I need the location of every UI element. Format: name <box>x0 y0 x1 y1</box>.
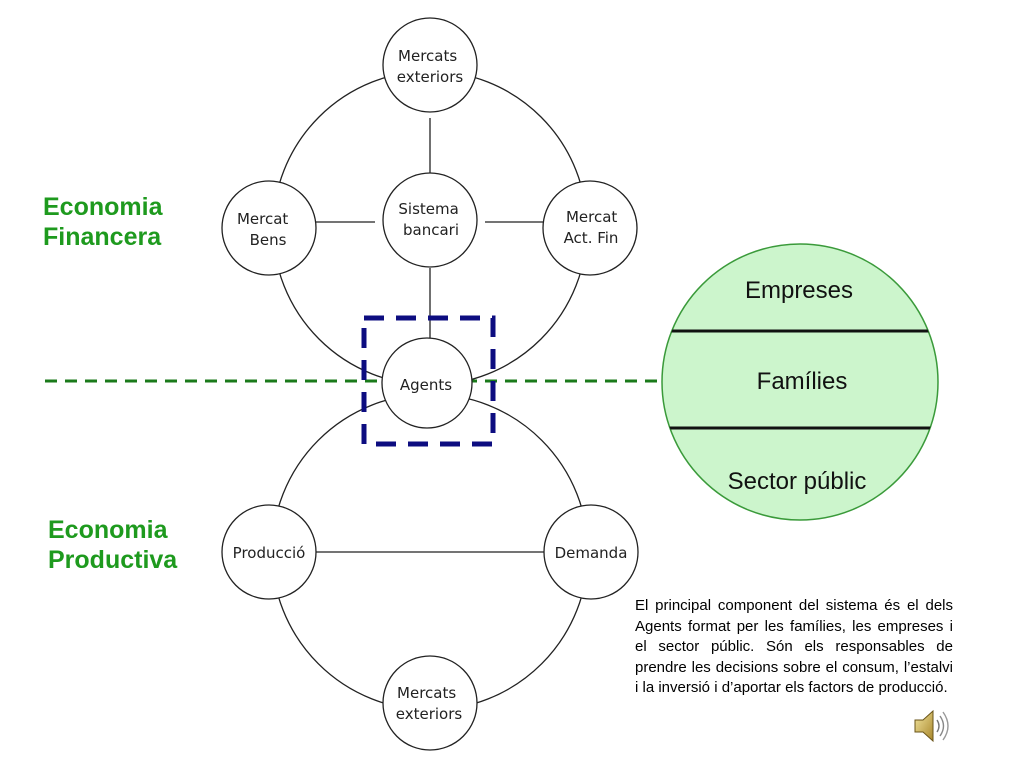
node-sistema-bancari <box>382 172 478 268</box>
agents-highlight-box <box>361 315 496 447</box>
node-label-mercats-exteriors-top: Mercats exteriors <box>397 47 464 86</box>
node-label-demanda: Demanda <box>555 544 628 562</box>
node-agents <box>381 337 473 429</box>
node-produccio <box>221 504 317 600</box>
financial-economy-label: Economia Financera <box>43 192 162 252</box>
node-mercat-act-fin <box>542 180 638 276</box>
node-label-mercat-act-fin: Mercat Act. Fin <box>564 208 622 247</box>
agents-label-sector-public: Sector públic <box>728 468 867 495</box>
financial-economy-label-line1: Economia <box>43 193 163 221</box>
productive-economy-label-line1: Economia <box>48 516 168 544</box>
speaker-icon[interactable] <box>912 705 952 747</box>
description-paragraph: El principal component del sistema és el… <box>635 597 953 696</box>
node-label-mercats-exteriors-bottom: Mercats exteriors <box>396 684 463 723</box>
node-demanda <box>543 504 639 600</box>
node-mercats-exteriors-bottom <box>382 655 478 751</box>
financial-economy-label-line2: Financera <box>43 223 162 251</box>
productive-economy-label: Economia Productiva <box>48 515 177 575</box>
node-label-agents: Agents <box>400 376 452 394</box>
agents-breakdown-circle <box>661 243 939 521</box>
node-label-sistema-bancari: Sistema bancari <box>398 200 463 239</box>
node-label-mercat-bens: Mercat Bens <box>237 210 293 249</box>
agents-label-empreses: Empreses <box>745 277 853 304</box>
productive-economy-label-line2: Productiva <box>48 546 178 574</box>
node-label-produccio: Producció <box>233 544 306 562</box>
node-mercats-exteriors-top <box>382 17 478 113</box>
node-mercat-bens <box>221 180 317 276</box>
agents-label-families: Famílies <box>757 368 848 395</box>
